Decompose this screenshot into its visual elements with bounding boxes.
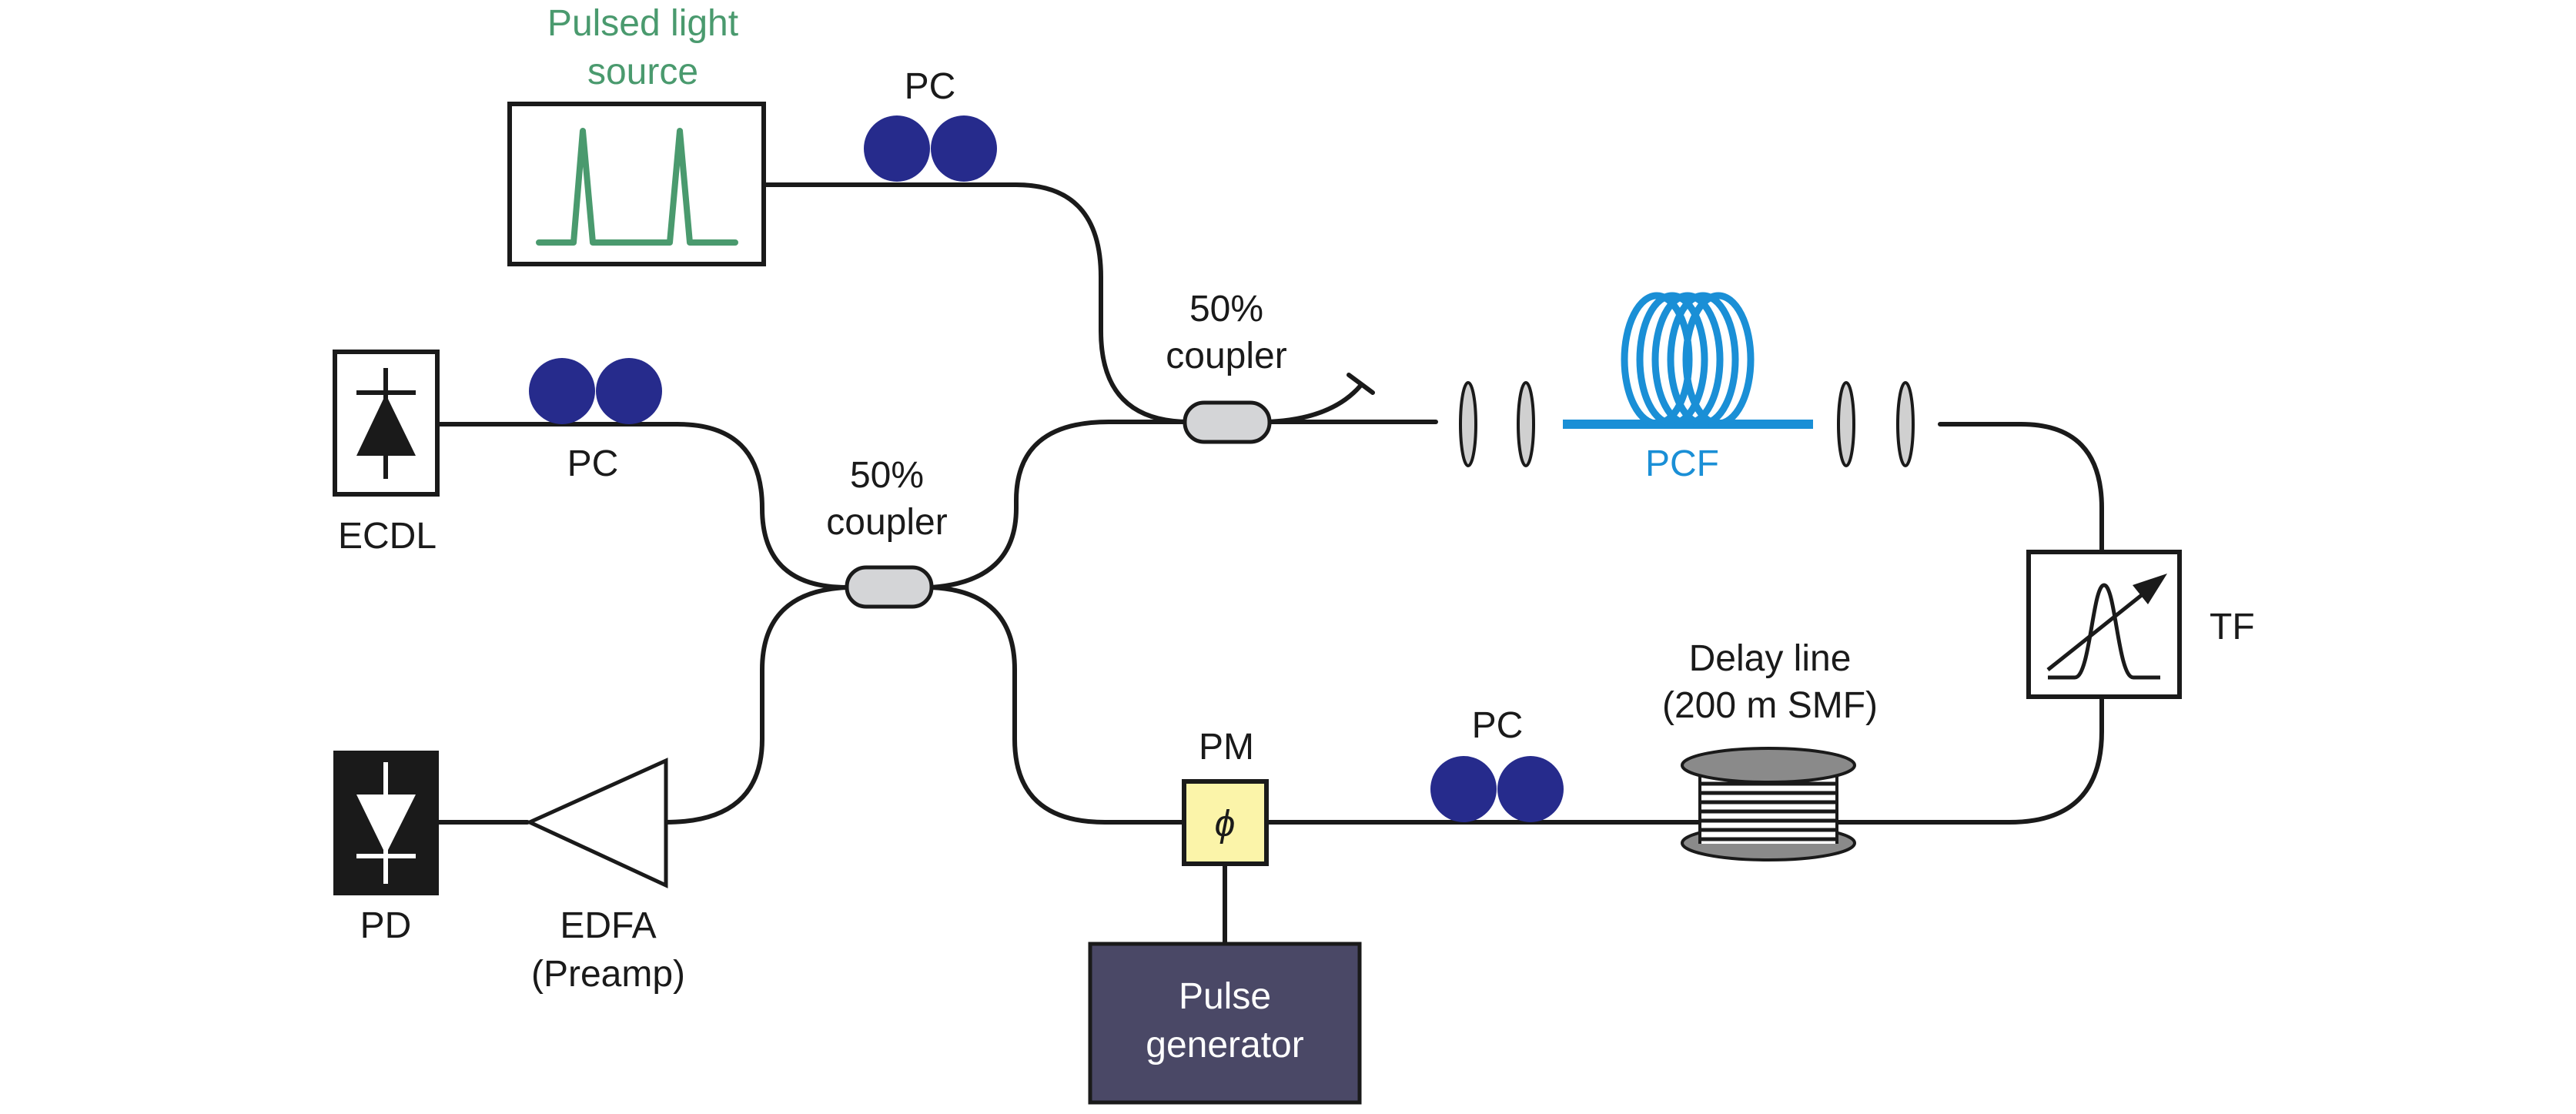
fiber-dump-terminator xyxy=(1347,373,1375,395)
polarization-controller-top: PC xyxy=(864,66,997,182)
edfa-triangle-icon xyxy=(524,758,668,888)
lens-right-1 xyxy=(1837,381,1855,467)
phase-modulator: ϕ PM xyxy=(1182,727,1269,866)
ecdl-laser: ECDL xyxy=(333,350,440,557)
lens-pair-left xyxy=(1459,381,1535,467)
pcf-label: PCF xyxy=(1645,443,1719,484)
edfa-amplifier: EDFA (Preamp) xyxy=(524,758,685,995)
tf-label: TF xyxy=(2210,607,2255,647)
pc-mid-paddle-2 xyxy=(596,358,662,424)
pulse-generator-label-line1: Pulse xyxy=(1179,976,1271,1017)
spool-windings xyxy=(1701,781,1835,841)
delay-line-label-line1: Delay line xyxy=(1689,638,1852,679)
pc-bottom-paddle-2 xyxy=(1497,756,1564,822)
coupler-lower: 50% coupler xyxy=(826,455,948,609)
coupler-lower-label-line1: 50% xyxy=(850,455,924,496)
fiber-lower-coupler-to-edfa xyxy=(664,585,849,825)
pc-top-paddle-2 xyxy=(931,115,997,182)
fiber-source-to-upper-coupler xyxy=(764,182,1192,424)
fiber-lower-coupler-to-pm xyxy=(929,585,1186,825)
pc-mid-paddle-1 xyxy=(529,358,595,424)
edfa-label-line2: (Preamp) xyxy=(531,954,685,995)
pc-top-label: PC xyxy=(905,66,956,107)
coupler-lower-body xyxy=(845,565,934,609)
pc-bottom-paddle-1 xyxy=(1430,756,1497,822)
photodiode-icon xyxy=(356,762,416,884)
pulse-generator-box xyxy=(1088,942,1362,1105)
fiber-lens-to-tf xyxy=(1938,422,2104,554)
photodiode: PD xyxy=(333,751,439,946)
pulse-generator-label-line2: generator xyxy=(1146,1025,1303,1065)
pulsed-light-source-label-line1: Pulsed light xyxy=(547,3,738,44)
fiber-pm-to-tf xyxy=(1264,694,2104,825)
pulsed-light-source-label-line2: source xyxy=(587,52,698,92)
pm-label: PM xyxy=(1199,727,1254,768)
ecdl-label: ECDL xyxy=(338,516,437,557)
delay-line-spool: Delay line (200 m SMF) xyxy=(1662,638,1878,861)
tunable-arrow-icon xyxy=(2133,574,2167,604)
coupler-upper-body xyxy=(1183,400,1272,444)
coupler-upper-label-line1: 50% xyxy=(1189,289,1263,330)
lens-left-2 xyxy=(1517,381,1535,467)
tunable-arrow-shaft xyxy=(2046,593,2144,671)
polarization-controller-bottom: PC xyxy=(1430,705,1564,822)
pcf-coil-icon xyxy=(1621,292,1755,427)
coupler-upper: 50% coupler xyxy=(1166,289,1287,444)
lens-left-1 xyxy=(1459,381,1477,467)
pc-top-paddle-1 xyxy=(864,115,930,182)
coupler-lower-label-line2: coupler xyxy=(826,502,947,543)
pulsed-light-source-box xyxy=(507,102,766,266)
fiber-upper-coupler-dump xyxy=(1264,383,1363,424)
pulse-generator: Pulse generator xyxy=(1088,942,1362,1105)
lens-pair-right xyxy=(1837,381,1915,467)
polarization-controller-mid: PC xyxy=(529,358,662,484)
ecdl-diode-icon xyxy=(356,368,416,479)
fiber-paths xyxy=(437,182,2104,946)
spool-top-flange xyxy=(1681,747,1856,784)
phi-symbol: ϕ xyxy=(1215,804,1236,845)
filter-passband-curve xyxy=(2048,583,2160,680)
lens-right-2 xyxy=(1896,381,1915,467)
pulsed-light-source: Pulsed light source xyxy=(507,3,766,266)
pulse-train-trace xyxy=(536,128,738,246)
fiber-ecdl-to-lower-coupler xyxy=(437,422,849,590)
pc-bottom-label: PC xyxy=(1472,705,1524,746)
edfa-label-line1: EDFA xyxy=(560,905,656,946)
photonic-crystal-fiber: PCF xyxy=(1563,292,1813,484)
tunable-filter: TF xyxy=(2026,550,2255,699)
pd-label: PD xyxy=(360,905,412,946)
pc-mid-label: PC xyxy=(567,443,619,484)
delay-line-label-line2: (200 m SMF) xyxy=(1662,685,1878,726)
coupler-upper-label-line2: coupler xyxy=(1166,336,1286,376)
fiber-lower-to-upper-coupler xyxy=(929,420,1192,590)
phase-modulator-box xyxy=(1182,779,1269,866)
